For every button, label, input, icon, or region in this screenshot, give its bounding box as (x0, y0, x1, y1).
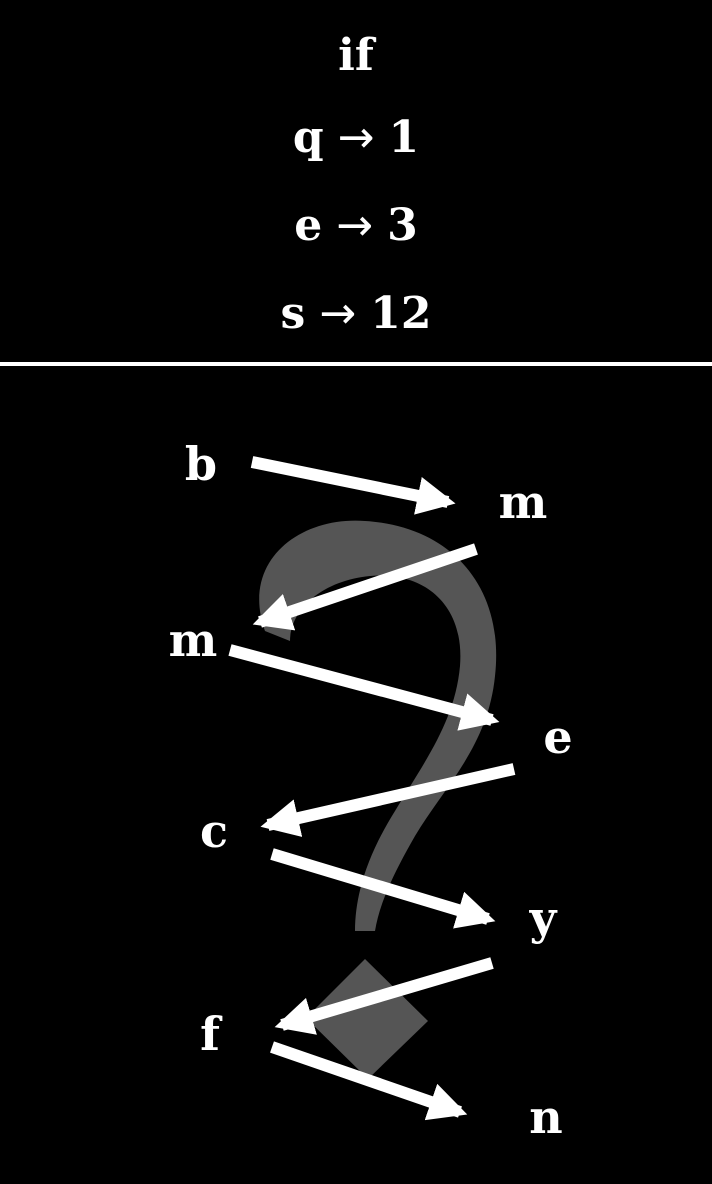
rule-from: s (280, 288, 306, 339)
sequence-letter: b (184, 437, 218, 491)
rule-from: e (294, 200, 323, 251)
sequence-letter: n (529, 1090, 563, 1144)
rule-row: q→1 (0, 116, 712, 160)
arrow-6 (274, 957, 494, 1035)
right-arrow-icon: → (319, 288, 357, 339)
sequence-letter: y (529, 891, 557, 945)
rule-from: q (292, 112, 324, 163)
arrow-5 (270, 848, 496, 929)
arrow-2 (252, 543, 478, 631)
arrow-4 (260, 763, 516, 837)
sequence-arrows (228, 456, 516, 1121)
rule-to: 12 (370, 288, 432, 339)
sequence-letter: c (199, 804, 229, 858)
sequence-letter: e (543, 710, 573, 764)
right-arrow-icon: → (337, 112, 375, 163)
rule-row: e→3 (0, 204, 712, 248)
puzzle-canvas (228, 456, 516, 1121)
right-arrow-icon: → (336, 200, 374, 251)
section-divider (0, 362, 712, 366)
condition-title: if (338, 30, 374, 81)
rule-row: s→12 (0, 292, 712, 336)
arrow-1 (250, 456, 456, 515)
question-mark-icon (259, 520, 497, 1079)
sequence-letter: f (200, 1007, 220, 1061)
sequence-letter: m (498, 475, 548, 529)
sequence-letter: m (168, 613, 218, 667)
arrow-3 (228, 644, 500, 731)
sequence-puzzle: b m m e c y f n (0, 366, 712, 1184)
rule-to: 3 (387, 200, 418, 251)
rule-to: 1 (388, 112, 420, 163)
rules-panel: if q→1 e→3 s→12 (0, 0, 712, 362)
arrow-7 (270, 1041, 468, 1121)
